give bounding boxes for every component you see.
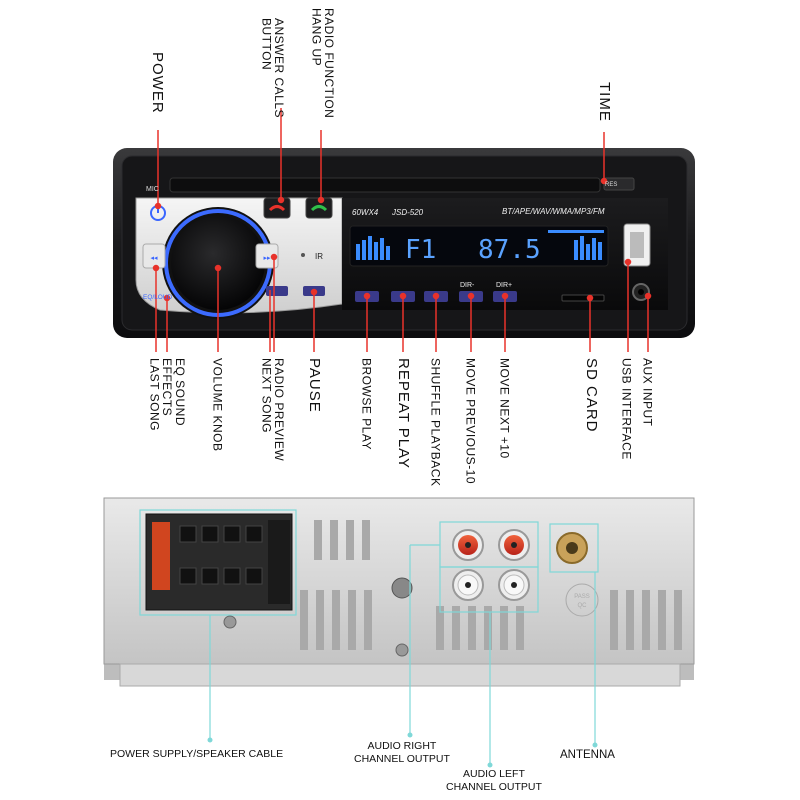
rear-callout-dots bbox=[207, 732, 598, 768]
radio-preview-button[interactable] bbox=[266, 286, 288, 296]
ground-screw-icon bbox=[391, 577, 413, 599]
label-audio-left: AUDIO LEFT CHANNEL OUTPUT bbox=[446, 768, 542, 794]
sd-card-slot[interactable] bbox=[561, 294, 605, 302]
rca-right-jacks bbox=[452, 529, 530, 561]
label-audio-right: AUDIO RIGHT CHANNEL OUTPUT bbox=[354, 740, 450, 766]
label-move-previous: MOVE PREVIOUS-10 bbox=[463, 358, 478, 485]
display-frequency: 87.5 bbox=[478, 235, 541, 265]
label-antenna: ANTENNA bbox=[560, 749, 615, 761]
prev-icon: ◂◂ bbox=[150, 255, 158, 262]
disc-slot bbox=[169, 177, 601, 193]
iso-connector bbox=[145, 513, 293, 611]
label-radio-preview-line1: RADIO PREVIEW bbox=[272, 358, 287, 462]
display-indicator-bar bbox=[548, 230, 604, 233]
fuse-holder bbox=[152, 522, 170, 590]
connector-latch bbox=[268, 520, 290, 604]
label-usb-interface: USB INTERFACE bbox=[619, 358, 634, 460]
label-answer-calls-line2: BUTTON bbox=[259, 18, 274, 71]
aux-hole bbox=[638, 289, 644, 295]
vent-slots bbox=[300, 520, 682, 650]
label-power: POWER bbox=[148, 52, 166, 114]
label-eq-line3: LAST SONG bbox=[147, 358, 162, 431]
label-answer-calls: ANSWER CALLS BUTTON bbox=[259, 18, 287, 119]
label-browse-play: BROWSE PLAY bbox=[359, 358, 374, 450]
lcd-display bbox=[349, 225, 609, 267]
dir-plus-label: DIR+ bbox=[496, 282, 512, 289]
label-audio-right-line1: AUDIO RIGHT bbox=[367, 740, 437, 752]
label-audio-left-line1: AUDIO LEFT bbox=[463, 768, 525, 780]
volume-knob[interactable] bbox=[171, 216, 265, 310]
label-radio-function: RADIO FUNCTION HANG UP bbox=[309, 8, 337, 119]
connector-pins bbox=[179, 525, 263, 585]
rear-callouts bbox=[139, 509, 599, 765]
next-icon: ▸▸ bbox=[263, 255, 271, 262]
mic-label: MIC bbox=[146, 186, 159, 193]
model-label: JSD-520 bbox=[391, 208, 424, 217]
phone-red-icon bbox=[268, 205, 286, 212]
label-sd-card: SD CARD bbox=[582, 358, 600, 433]
label-eq-line2: EFFECTS bbox=[160, 358, 175, 417]
screw-icon-2 bbox=[395, 643, 409, 657]
label-time: TIME bbox=[595, 82, 613, 122]
eq-loud-label: EQ/LOUD bbox=[143, 294, 173, 301]
rear-unit bbox=[103, 497, 695, 687]
label-radio-preview-line2: NEXT SONG bbox=[259, 358, 274, 433]
phone-green-icon bbox=[310, 205, 328, 212]
pass-label: PASS bbox=[574, 594, 590, 600]
usb-tongue bbox=[630, 232, 644, 258]
label-shuffle-playback: SHUFFLE PLAYBACK bbox=[428, 358, 443, 487]
label-audio-left-line2: CHANNEL OUTPUT bbox=[446, 781, 542, 794]
spectrum-left bbox=[356, 236, 390, 260]
label-audio-right-line2: CHANNEL OUTPUT bbox=[354, 753, 450, 766]
label-repeat-play: REPEAT PLAY bbox=[394, 358, 412, 470]
label-eq-sound: EQ SOUND EFFECTS LAST SONG bbox=[147, 358, 187, 431]
label-pause: PAUSE bbox=[305, 358, 323, 413]
dir-minus-label: DIR- bbox=[460, 282, 475, 289]
qc-label: QC bbox=[578, 603, 588, 609]
screw-icon bbox=[223, 615, 237, 629]
formats-label: BT/APE/WAV/WMA/MP3/FM bbox=[502, 207, 605, 216]
spectrum-right bbox=[574, 236, 602, 260]
ir-sensor-icon bbox=[301, 253, 305, 257]
label-power-supply: POWER SUPPLY/SPEAKER CABLE bbox=[110, 748, 284, 760]
antenna-hole bbox=[566, 542, 578, 554]
display-band: F1 bbox=[405, 235, 436, 265]
res-label: RES bbox=[605, 182, 617, 188]
label-aux-input: AUX INPUT bbox=[640, 358, 655, 427]
label-radio-preview: RADIO PREVIEW NEXT SONG bbox=[259, 358, 287, 462]
label-move-next: MOVE NEXT +10 bbox=[497, 358, 512, 459]
front-callouts bbox=[152, 108, 652, 352]
label-radio-function-line2: HANG UP bbox=[309, 8, 324, 67]
rear-base bbox=[119, 663, 681, 687]
rca-left-jacks bbox=[452, 569, 530, 601]
next-song-button[interactable] bbox=[255, 243, 279, 269]
label-volume-knob: VOLUME KNOB bbox=[210, 358, 225, 452]
front-unit: ◂◂ ▸▸ bbox=[113, 148, 695, 338]
ir-label: IR bbox=[315, 252, 323, 261]
pass-qc-sticker bbox=[565, 583, 599, 617]
label-answer-calls-line1: ANSWER CALLS bbox=[272, 18, 287, 119]
model-power-label: 60WX4 bbox=[352, 208, 379, 217]
label-eq-line1: EQ SOUND bbox=[172, 358, 187, 427]
label-radio-function-line1: RADIO FUNCTION bbox=[322, 8, 337, 119]
